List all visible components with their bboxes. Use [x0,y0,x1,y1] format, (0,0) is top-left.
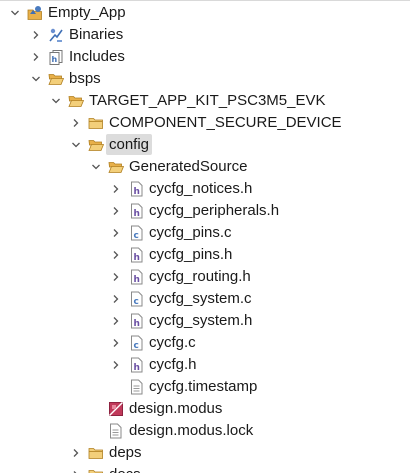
tree-item-label: docs [109,464,141,473]
tree-item-file[interactable]: h cycfg_system.h [0,310,410,332]
chevron-right-icon[interactable] [69,464,83,473]
tree-item-label: cycfg.c [149,334,196,351]
tree-item-empty-app[interactable]: Empty_App [0,2,410,24]
svg-text:h: h [134,319,140,329]
tree-item-bsps[interactable]: bsps [0,68,410,90]
tree-item-file[interactable]: h cycfg_notices.h [0,178,410,200]
tree-item-label: deps [109,444,142,461]
header-file-icon: h [129,247,145,263]
header-file-icon: h [129,357,145,373]
tree-item-includes[interactable]: h Includes [0,46,410,68]
tree-item-label: cycfg_system.h [149,312,253,329]
svg-text:h: h [52,55,58,64]
chevron-right-icon[interactable] [109,354,123,376]
chevron-down-icon[interactable] [29,68,43,90]
chevron-right-icon[interactable] [29,24,43,46]
tree-item-label: Binaries [69,26,124,43]
tree-item-label: cycfg_notices.h [149,180,253,197]
tree-clipped-row-area: docs [0,464,410,473]
chevron-right-icon[interactable] [109,332,123,354]
chevron-right-icon[interactable] [29,46,43,68]
chevron-right-icon[interactable] [109,310,123,332]
project-explorer-tree[interactable]: Empty_App Binaries h Includes bsps TARGE… [0,2,410,464]
chevron-down-icon[interactable] [49,90,63,112]
chevron-right-icon[interactable] [109,288,123,310]
tree-item-label: Empty_App [48,4,126,21]
tree-item-label: Includes [69,48,125,65]
folder-open-icon [68,93,84,109]
folder-open-icon [48,71,64,87]
tree-item-config[interactable]: config [0,134,410,156]
modus-file-icon [108,401,124,417]
view-top-border [0,0,410,1]
svg-text:c: c [134,231,139,241]
tree-item-file[interactable]: cycfg.timestamp [0,376,410,398]
folder-icon [88,445,104,461]
tree-item-deps[interactable]: deps [0,442,410,464]
svg-text:h: h [134,253,140,263]
tree-item-label: cycfg_routing.h [149,268,251,285]
tree-item-label: TARGET_APP_KIT_PSC3M5_EVK [89,92,326,109]
folder-open-icon [108,159,124,175]
chevron-right-icon[interactable] [109,266,123,288]
svg-text:h: h [134,275,140,285]
c-file-icon: c [129,225,145,241]
chevron-right-icon[interactable] [109,178,123,200]
tree-item-generated-source[interactable]: GeneratedSource [0,156,410,178]
header-file-icon: h [129,203,145,219]
tree-item-file[interactable]: c cycfg_system.c [0,288,410,310]
chevron-right-icon[interactable] [109,244,123,266]
includes-icon: h [48,49,64,65]
tree-item-file[interactable]: h cycfg_peripherals.h [0,200,410,222]
chevron-right-icon[interactable] [109,200,123,222]
tree-item-binaries[interactable]: Binaries [0,24,410,46]
folder-open-icon [88,137,104,153]
tree-item-label: cycfg_peripherals.h [149,202,280,219]
chevron-down-icon[interactable] [69,134,83,156]
project-icon [27,5,43,21]
tree-item-target-app-kit[interactable]: TARGET_APP_KIT_PSC3M5_EVK [0,90,410,112]
chevron-right-icon[interactable] [69,112,83,134]
tree-item-file[interactable]: c cycfg.c [0,332,410,354]
chevron-down-icon[interactable] [89,156,103,178]
tree-item-label: cycfg.timestamp [149,378,258,395]
header-file-icon: h [129,181,145,197]
tree-item-label: cycfg_system.c [149,290,252,307]
tree-item-label: config [106,134,153,155]
chevron-right-icon[interactable] [69,442,83,464]
svg-text:c: c [134,341,139,351]
tree-item-file[interactable]: c cycfg_pins.c [0,222,410,244]
tree-item-file[interactable]: h cycfg_pins.h [0,244,410,266]
folder-icon [88,467,104,473]
header-file-icon: h [129,269,145,285]
tree-item-file[interactable]: h cycfg.h [0,354,410,376]
tree-item-label: cycfg_pins.c [149,224,232,241]
c-file-icon: c [129,291,145,307]
tree-item-label: GeneratedSource [129,158,248,175]
tree-item-label: design.modus.lock [129,422,254,439]
folder-icon [88,115,104,131]
tree-item-file[interactable]: design.modus [0,398,410,420]
tree-item-label: cycfg_pins.h [149,246,233,263]
tree-item-label: cycfg.h [149,356,197,373]
header-file-icon: h [129,313,145,329]
tree-item-label: design.modus [129,400,223,417]
c-file-icon: c [129,335,145,351]
svg-text:h: h [134,209,140,219]
text-file-icon [129,379,145,395]
chevron-down-icon[interactable] [8,2,22,24]
tree-item-component-secure-device[interactable]: COMPONENT_SECURE_DEVICE [0,112,410,134]
text-file-icon [108,423,124,439]
tree-item-file[interactable]: h cycfg_routing.h [0,266,410,288]
svg-text:c: c [134,297,139,307]
binaries-icon [48,27,64,43]
chevron-right-icon[interactable] [109,222,123,244]
svg-text:h: h [134,187,140,197]
tree-item-label: COMPONENT_SECURE_DEVICE [109,114,342,131]
tree-item-label: bsps [69,70,101,87]
svg-text:h: h [134,363,140,373]
tree-item-file[interactable]: design.modus.lock [0,420,410,442]
